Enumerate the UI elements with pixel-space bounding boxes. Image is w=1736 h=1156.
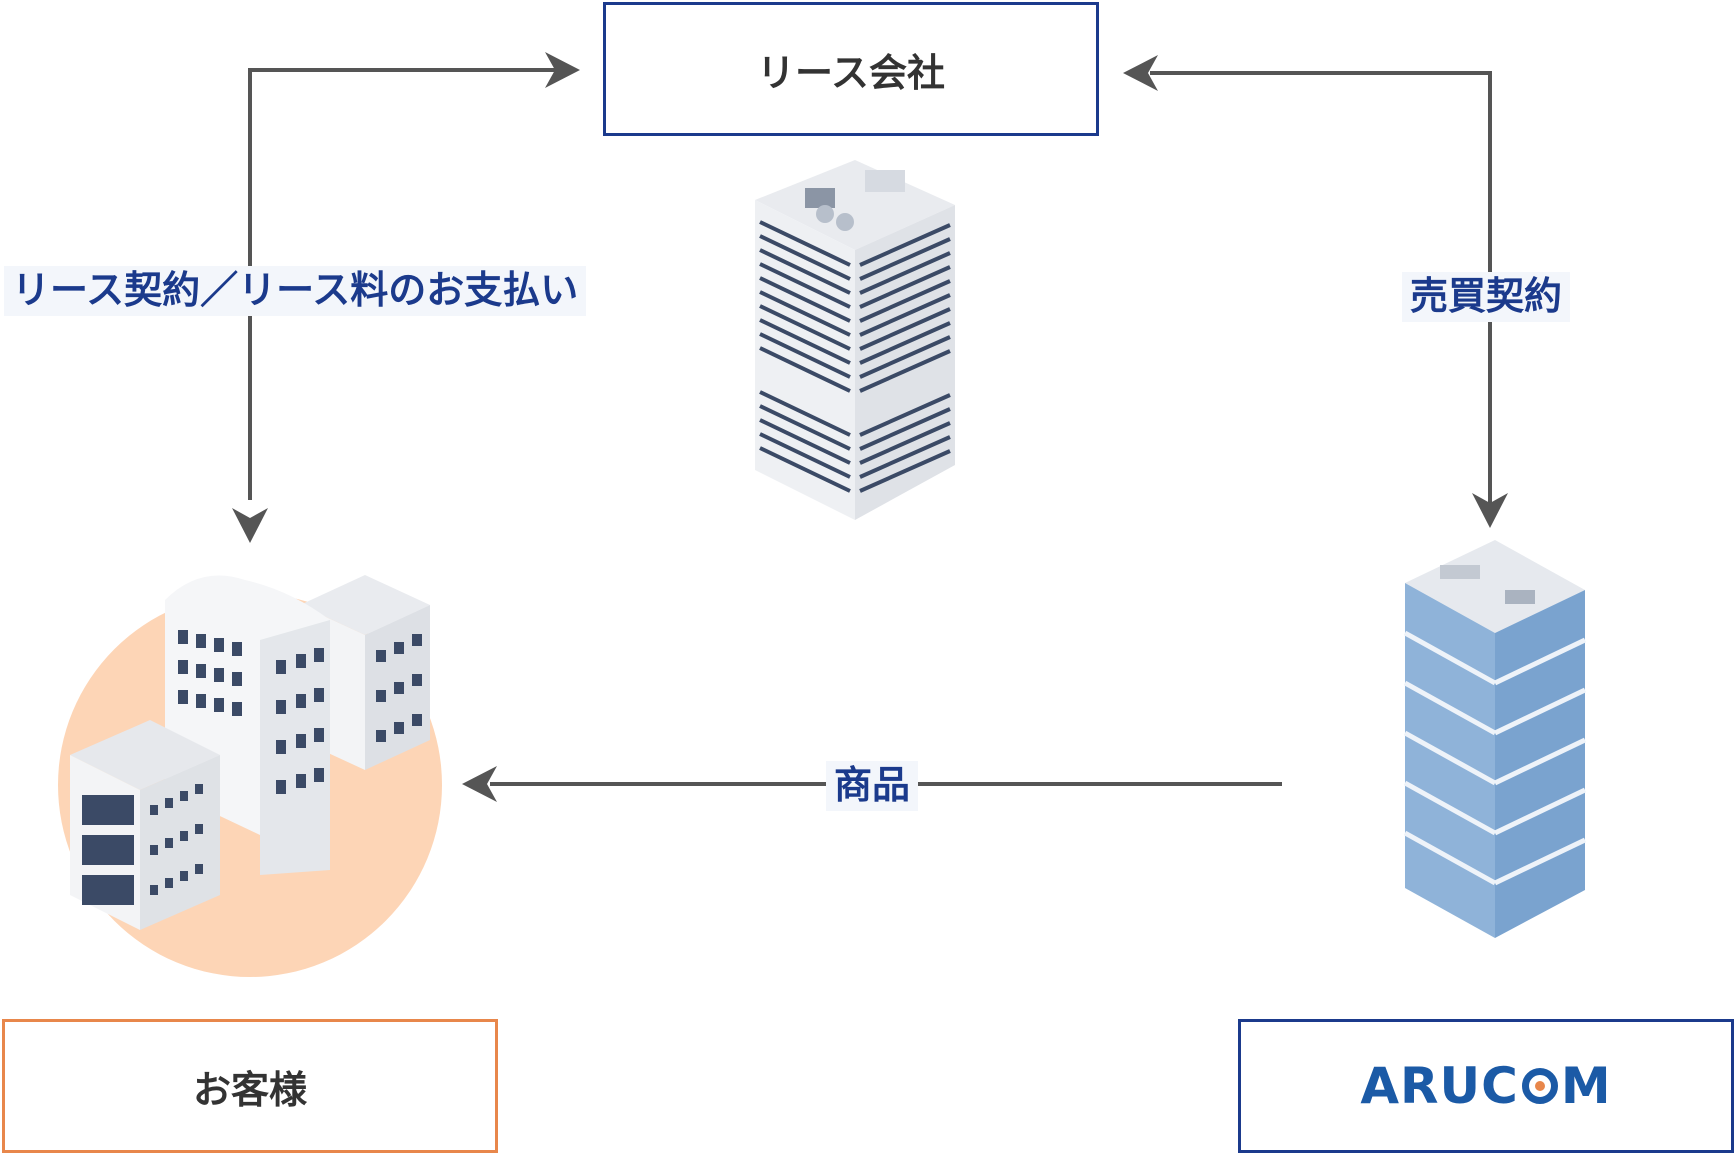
lease-contract-arrow bbox=[248, 68, 555, 500]
arucom-tower-floors bbox=[1403, 630, 1587, 886]
customer-label: お客様 bbox=[192, 1067, 307, 1112]
lease-arrowhead-right bbox=[545, 52, 580, 88]
arucom-logo-text-end: M bbox=[1560, 1057, 1612, 1115]
product-label: 商品 bbox=[826, 761, 919, 811]
lease-company-building-icon bbox=[755, 160, 955, 520]
customer-box: お客様 bbox=[2, 1019, 498, 1153]
arucom-logo-o-icon bbox=[1521, 1068, 1558, 1104]
lease-contract-label: リース契約／リース料のお支払い bbox=[4, 266, 587, 316]
arucom-box: ARU C M bbox=[1238, 1019, 1734, 1153]
sales-arrowhead-down bbox=[1472, 493, 1508, 528]
sales-contract-label: 売買契約 bbox=[1402, 272, 1571, 322]
sales-arrowhead-left bbox=[1123, 55, 1158, 91]
arucom-logo: ARU C M bbox=[1360, 1057, 1611, 1115]
arucom-logo-text-mid: C bbox=[1481, 1057, 1519, 1115]
lease-tower-windows-left bbox=[759, 220, 851, 493]
arucom-building-icon bbox=[1405, 540, 1585, 938]
arucom-logo-text-start: ARU bbox=[1360, 1057, 1482, 1115]
sales-contract-arrow bbox=[1150, 71, 1492, 505]
lease-company-label: リース会社 bbox=[756, 50, 946, 95]
lease-arrowhead-down bbox=[232, 508, 268, 543]
lease-company-box: リース会社 bbox=[603, 2, 1099, 136]
customer-building-windows bbox=[150, 630, 422, 895]
lease-tower-windows-right bbox=[859, 223, 951, 493]
product-arrowhead-left bbox=[462, 766, 497, 802]
